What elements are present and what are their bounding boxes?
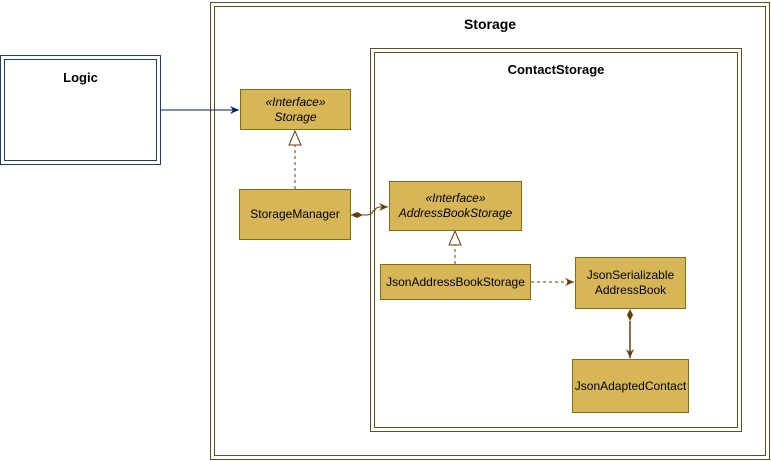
json-serializable-address-book-node: JsonSerializable AddressBook bbox=[575, 257, 686, 309]
storage-manager-name: StorageManager bbox=[250, 207, 340, 221]
json-address-book-storage-node: JsonAddressBookStorage bbox=[380, 264, 531, 300]
storage-package: Storage bbox=[210, 2, 770, 460]
storage-interface-stereotype: «Interface» bbox=[265, 94, 326, 109]
logic-package-inner-border bbox=[4, 59, 157, 161]
json-adapted-contact-node: JsonAdaptedContact bbox=[572, 359, 689, 413]
logic-package-title: Logic bbox=[63, 70, 98, 85]
storage-manager-node: StorageManager bbox=[239, 189, 351, 240]
json-serializable-line1: JsonSerializable bbox=[586, 268, 675, 282]
storage-manager-to-addressbookstorage-edge bbox=[351, 203, 388, 218]
json-address-book-storage-name: JsonAddressBookStorage bbox=[386, 274, 525, 289]
contact-storage-package-title: ContactStorage bbox=[507, 62, 605, 77]
storage-package-title: Storage bbox=[463, 16, 517, 32]
address-book-storage-stereotype: «Interface» bbox=[425, 191, 486, 205]
address-book-storage-interface-node: «Interface» AddressBookStorage bbox=[389, 181, 522, 231]
composition-diamond bbox=[627, 309, 633, 321]
storage-realization-triangle bbox=[288, 129, 302, 146]
contact-storage-package: ContactStorage bbox=[370, 48, 742, 432]
contact-storage-package-inner-border bbox=[374, 52, 738, 428]
storage-package-inner-border bbox=[214, 6, 766, 456]
json-serializable-line2: AddressBook bbox=[594, 283, 667, 297]
logic-package: Logic bbox=[0, 55, 161, 165]
storage-interface-name: Storage bbox=[274, 109, 317, 124]
address-book-storage-name: AddressBookStorage bbox=[398, 206, 513, 220]
storage-interface-node: «Interface» Storage bbox=[240, 89, 351, 130]
json-adapted-contact-name: JsonAdaptedContact bbox=[574, 378, 687, 393]
addressbookstorage-realization-triangle bbox=[448, 229, 462, 246]
